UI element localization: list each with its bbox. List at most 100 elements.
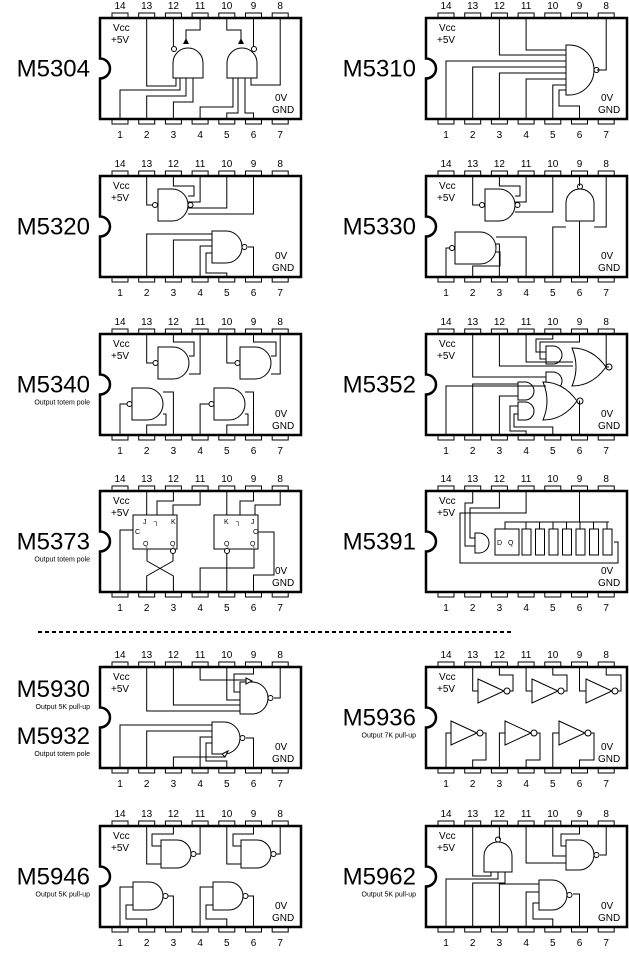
gnd-voltage-label: 0V — [275, 742, 288, 753]
inversion-bubble-icon — [171, 46, 177, 52]
wire — [205, 904, 228, 927]
pin-number-top: 9 — [577, 1, 583, 12]
chip-name: M5946 — [17, 864, 90, 891]
pin-number-bottom: 2 — [144, 779, 150, 790]
flipflop-pin-label: Q — [224, 541, 230, 548]
inversion-bubble-icon — [449, 245, 455, 251]
gnd-voltage-label: 0V — [601, 742, 614, 753]
wire — [271, 334, 281, 375]
gnd-voltage-label: 0V — [601, 901, 614, 912]
wire — [185, 18, 201, 42]
wire — [226, 334, 235, 364]
gnd-voltage-label: 0V — [601, 409, 614, 420]
chip-body — [424, 665, 629, 770]
inversion-bubble-icon — [557, 687, 565, 695]
wire — [146, 18, 177, 87]
gnd-label: GND — [598, 913, 620, 924]
pin-number-bottom: 4 — [197, 288, 203, 299]
gnd-label: GND — [598, 578, 620, 589]
vcc-voltage-label: +5V — [111, 193, 129, 204]
chip-m5936: 1411321231141059687Vcc+5V0VGNDM5936Outpu… — [343, 650, 629, 790]
pin-number-bottom: 7 — [277, 603, 283, 614]
flipflop-pin-label: Q — [170, 541, 176, 548]
wire — [232, 826, 254, 847]
wire — [253, 334, 277, 357]
pin-number-top: 13 — [141, 809, 153, 820]
wire — [119, 886, 133, 927]
chip-name-secondary: M5932 — [17, 723, 90, 750]
pin-number-top: 11 — [195, 317, 206, 328]
pin-number-top: 14 — [114, 1, 126, 12]
pin-number-bottom: 2 — [470, 446, 476, 457]
pin-number-bottom: 1 — [443, 779, 449, 790]
pin-number-top: 12 — [168, 650, 180, 661]
nand-gate-icon — [211, 721, 241, 755]
pin-number-bottom: 4 — [523, 603, 529, 614]
d-flipflop-icon — [494, 528, 520, 556]
wire — [560, 826, 580, 847]
pin-number-bottom: 1 — [117, 288, 123, 299]
chip-m5373: 1411321231141059687Vcc+5V0VGNDM5373Outpu… — [17, 474, 303, 614]
inversion-bubble-icon — [479, 202, 485, 208]
pin-number-bottom: 7 — [603, 779, 609, 790]
flipflop-pin-label: Q — [250, 541, 256, 548]
wire — [196, 826, 201, 855]
wire — [146, 413, 167, 435]
vcc-label: Vcc — [113, 672, 130, 683]
pin-number-top: 13 — [141, 317, 153, 328]
wire — [199, 245, 212, 277]
nand-gate-icon — [240, 839, 272, 869]
gnd-voltage-label: 0V — [275, 901, 288, 912]
wire — [119, 403, 127, 435]
chip-name: M5330 — [343, 214, 416, 241]
inversion-bubble-icon — [593, 852, 600, 858]
wire — [525, 78, 566, 119]
inversion-bubble-icon — [170, 548, 176, 554]
wire — [552, 226, 566, 277]
pin-number-top: 14 — [114, 159, 126, 170]
pin-number-bottom: 5 — [224, 446, 230, 457]
pin-number-top: 9 — [251, 650, 257, 661]
gnd-voltage-label: 0V — [601, 251, 614, 262]
nand-gate-icon — [517, 381, 535, 401]
chip-name: M5936 — [343, 705, 416, 732]
wire — [172, 239, 212, 277]
pin-number-top: 14 — [440, 1, 452, 12]
wire — [472, 383, 518, 435]
pin-number-top: 11 — [195, 474, 206, 485]
pin-number-top: 9 — [577, 809, 583, 820]
wire — [445, 247, 450, 277]
shift-register-cell-icon — [548, 528, 559, 556]
inversion-bubble-icon — [514, 202, 521, 208]
inversion-bubble-icon — [267, 695, 274, 701]
pin-number-top: 10 — [547, 1, 559, 12]
pin-number-bottom: 7 — [603, 938, 609, 949]
pin-number-bottom: 4 — [523, 288, 529, 299]
wire — [464, 491, 475, 547]
wire — [119, 529, 133, 592]
wire — [525, 667, 532, 692]
pin-number-top: 8 — [277, 474, 283, 485]
gnd-voltage-label: 0V — [275, 566, 288, 577]
inversion-bubble-icon — [476, 729, 484, 737]
vcc-label: Vcc — [439, 831, 456, 842]
pin-number-bottom: 5 — [550, 130, 556, 141]
pin-number-top: 13 — [141, 159, 153, 170]
wire — [146, 549, 174, 592]
pin-number-top: 9 — [577, 650, 583, 661]
expander-arrow-icon — [245, 677, 254, 685]
vcc-voltage-label: +5V — [437, 351, 455, 362]
pin-number-bottom: 2 — [144, 446, 150, 457]
chip-name: M5340 — [17, 372, 90, 399]
pin-number-bottom: 4 — [523, 446, 529, 457]
pin-number-bottom: 3 — [497, 130, 503, 141]
wire — [445, 872, 499, 927]
pin-number-top: 13 — [467, 474, 479, 485]
pin-number-top: 12 — [494, 159, 506, 170]
wire — [498, 667, 514, 692]
pin-number-top: 8 — [603, 1, 609, 12]
pin-number-bottom: 3 — [171, 779, 177, 790]
jk-flipflop-icon — [132, 514, 178, 550]
chip-m5962: 1411321231141059687Vcc+5V0VGNDM5962Outpu… — [343, 809, 629, 949]
wire — [498, 732, 505, 768]
